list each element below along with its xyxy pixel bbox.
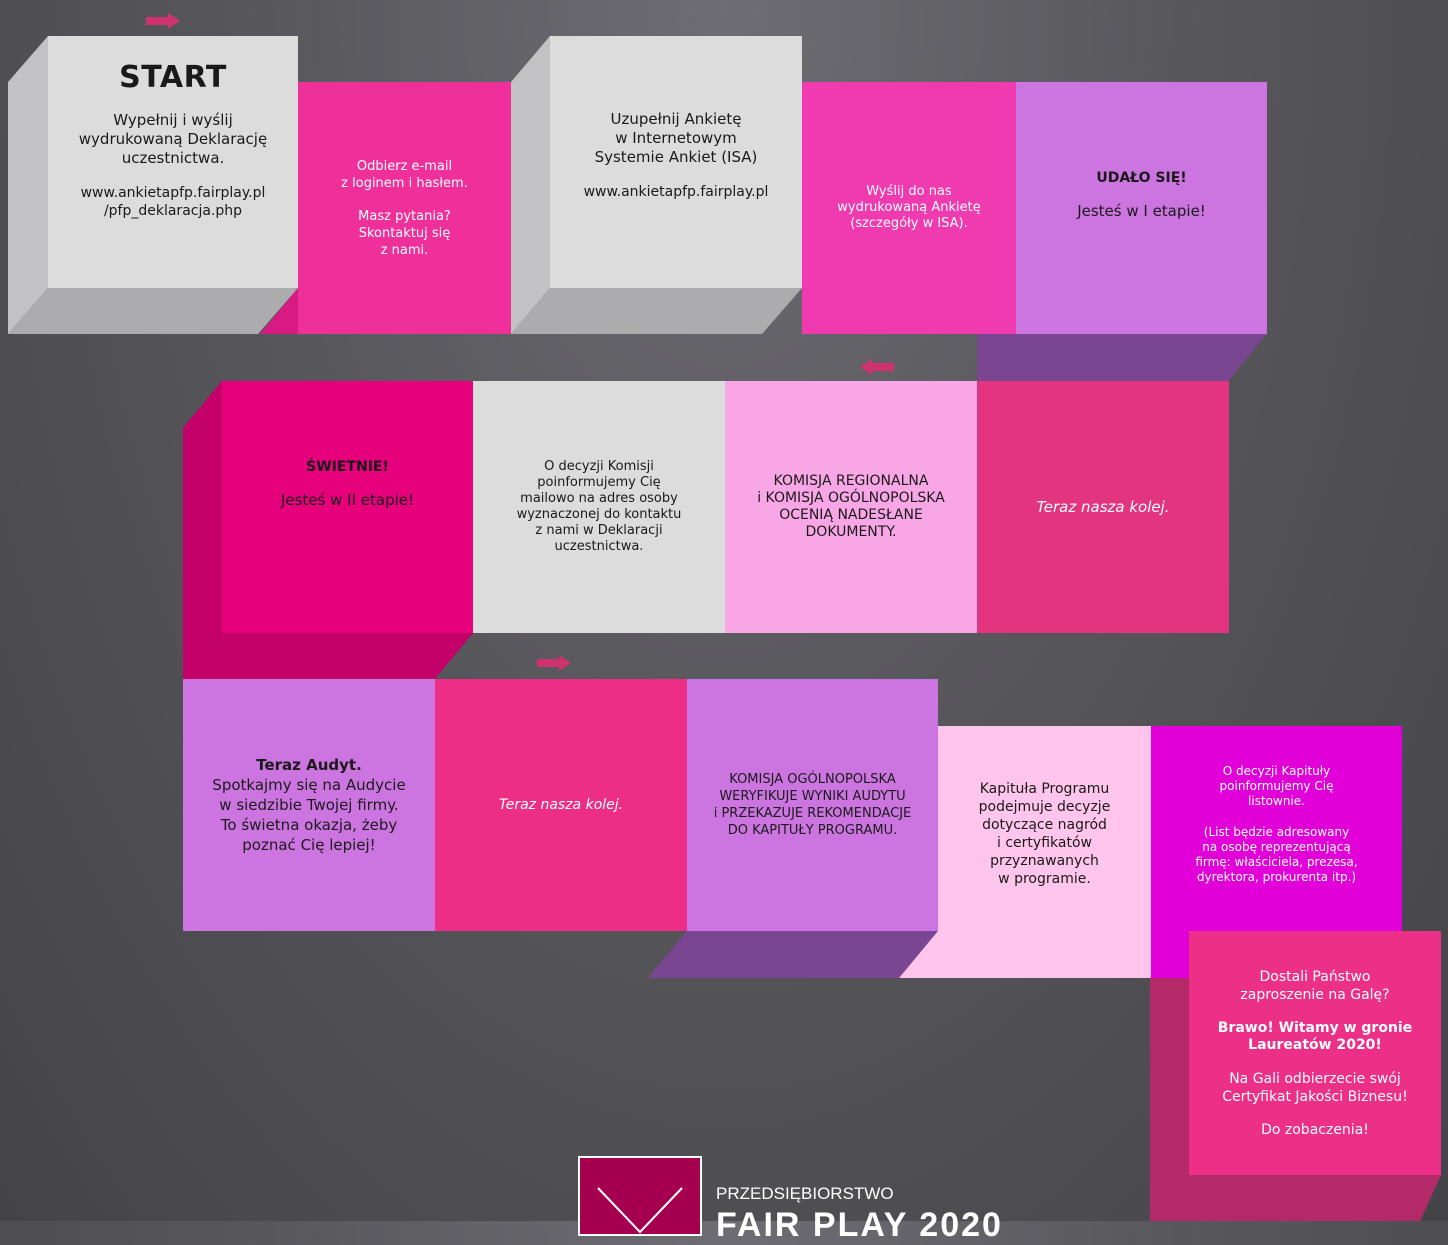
success2-title: ŚWIETNIE! xyxy=(306,459,389,475)
arrow-right-icon xyxy=(146,13,180,29)
gala-left-face xyxy=(1150,931,1189,1221)
logo-line2: FAIR PLAY 2020 xyxy=(716,1206,1003,1244)
verify-text: KOMISJA OGÓLNOPOLSKA WERYFIKUJE WYNIKI A… xyxy=(713,772,912,838)
chapter-bottom-face xyxy=(899,931,1151,978)
survey-cube-left-face xyxy=(511,36,550,334)
gala-text2: Na Gali odbierzecie swój Certyfikat Jako… xyxy=(1222,1071,1408,1105)
row1-connector-face xyxy=(977,334,1267,381)
step-our-turn1: Teraz nasza kolej. xyxy=(977,381,1229,633)
step-success1: UDAŁO SIĘ! Jesteś w I etapie! xyxy=(1016,82,1267,334)
step-chapter: Kapituła Programu podejmuje decyzje doty… xyxy=(938,726,1151,931)
start-cube-bottom-face xyxy=(8,288,298,334)
step-audit: Teraz Audyt. Spotkajmy się na Audycie w … xyxy=(183,679,435,931)
gala-text3: Do zobaczenia! xyxy=(1261,1122,1369,1138)
chapter-text: Kapituła Programu podejmuje decyzje doty… xyxy=(978,780,1111,887)
survey-link[interactable]: www.ankietapfp.fairplay.pl xyxy=(583,184,769,200)
step-send: Wyślij do nas wydrukowaną Ankietę (szcze… xyxy=(802,82,1016,334)
start-link[interactable]: www.ankietapfp.fairplay.pl /pfp_deklarac… xyxy=(80,185,266,219)
success2-bottom-face xyxy=(183,633,473,679)
row3-bottom-face xyxy=(648,931,938,978)
gala-bottom-face xyxy=(1150,1175,1441,1221)
step-our-turn2: Teraz nasza kolej. xyxy=(435,679,687,931)
logo-line1: PRZEDSIĘBIORSTWO xyxy=(716,1184,894,1203)
step-start: START Wypełnij i wyślij wydrukowaną Dekl… xyxy=(48,36,298,288)
email-help-text: Masz pytania? Skontaktuj się z nami. xyxy=(358,208,451,258)
logo-mark xyxy=(578,1156,702,1236)
survey-text: Uzupełnij Ankietę w Internetowym Systemi… xyxy=(594,110,758,166)
letter-text: O decyzji Kapituły poinformujemy Cię lis… xyxy=(1219,764,1334,808)
success2-left-face xyxy=(183,381,222,679)
step-email: Odbierz e-mail z loginem i hasłem. Masz … xyxy=(298,82,511,334)
audit-title: Teraz Audyt. xyxy=(256,756,362,774)
audit-text: Spotkajmy się na Audycie w siedzibie Two… xyxy=(212,776,406,854)
survey-cube-bottom-face xyxy=(511,288,802,334)
our-turn2-text: Teraz nasza kolej. xyxy=(498,797,624,813)
start-cube-left-face xyxy=(8,36,48,334)
our-turn1-text: Teraz nasza kolej. xyxy=(1036,498,1170,516)
start-text: Wypełnij i wyślij wydrukowaną Deklarację… xyxy=(78,111,268,167)
arrow-left-icon xyxy=(860,359,894,375)
step-gala: Dostali Państwo zaproszenie na Galę? Bra… xyxy=(1189,931,1441,1175)
step-decision-mail: O decyzji Komisji poinformujemy Cię mail… xyxy=(473,381,725,633)
step-commission: KOMISJA REGIONALNA i KOMISJA OGÓLNOPOLSK… xyxy=(725,381,977,633)
arrow-right-icon xyxy=(537,655,571,671)
gala-title: Brawo! Witamy w gronie Laureatów 2020! xyxy=(1217,1020,1413,1053)
success1-title: UDAŁO SIĘ! xyxy=(1096,170,1187,186)
decision-mail-text: O decyzji Komisji poinformujemy Cię mail… xyxy=(516,459,682,554)
success2-text: Jesteś w II etapie! xyxy=(280,491,415,509)
commission-text: KOMISJA REGIONALNA i KOMISJA OGÓLNOPOLSK… xyxy=(757,473,945,540)
gala-text: Dostali Państwo zaproszenie na Galę? xyxy=(1240,969,1390,1003)
send-text: Wyślij do nas wydrukowaną Ankietę (szcze… xyxy=(837,184,981,231)
email-text: Odbierz e-mail z loginem i hasłem. xyxy=(341,158,468,191)
letter-note: (List będzie adresowany na osobę repreze… xyxy=(1195,825,1358,884)
start-title: START xyxy=(119,60,227,95)
step-survey: Uzupełnij Ankietę w Internetowym Systemi… xyxy=(550,36,802,288)
step-verify: KOMISJA OGÓLNOPOLSKA WERYFIKUJE WYNIKI A… xyxy=(687,679,938,931)
email-bottom-face xyxy=(260,288,298,334)
step-success2: ŚWIETNIE! Jesteś w II etapie! xyxy=(222,381,473,633)
success1-text: Jesteś w I etapie! xyxy=(1077,202,1206,220)
